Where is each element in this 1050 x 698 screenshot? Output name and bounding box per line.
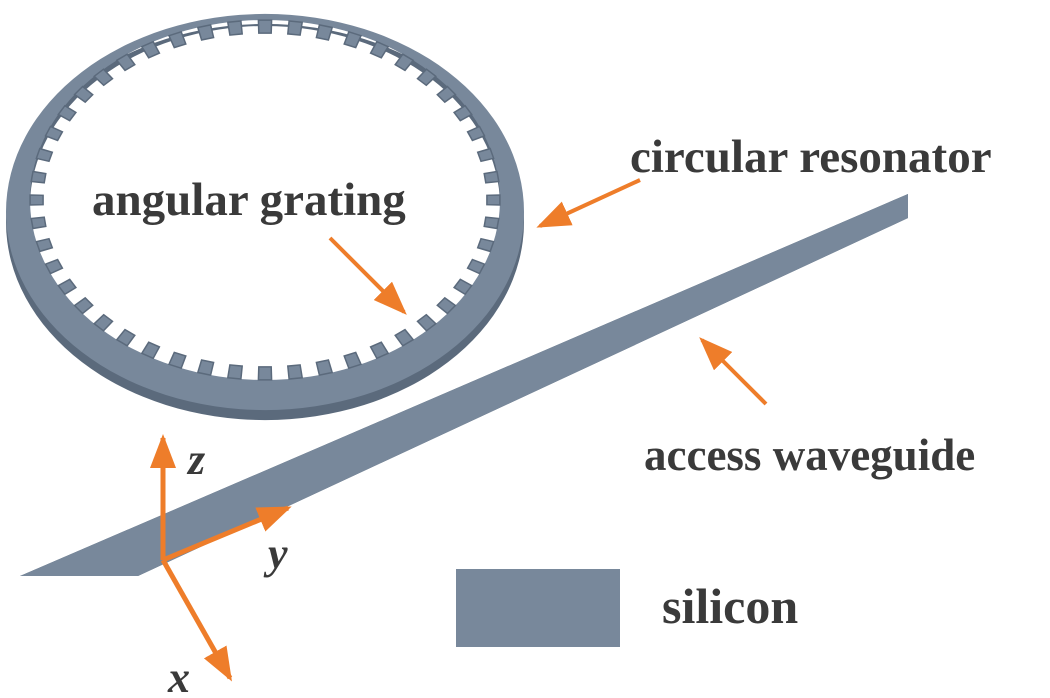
grating-tooth — [257, 19, 273, 34]
grating-tooth — [167, 351, 187, 370]
grating-tooth — [93, 68, 114, 87]
grating-tooth — [286, 364, 304, 380]
access-waveguide-label: access waveguide — [644, 430, 975, 480]
grating-tooth — [140, 40, 161, 59]
grating-tooth — [343, 351, 363, 370]
grating-tooth — [394, 53, 415, 72]
grating-tooth — [57, 278, 77, 296]
grating-tooth — [35, 237, 54, 253]
grating-tooth — [453, 104, 473, 122]
circular-resonator — [5, 13, 524, 421]
grating-tooth — [257, 366, 273, 381]
grating-tooth — [315, 24, 334, 41]
grating-tooth — [57, 104, 77, 122]
grating-tooth — [394, 328, 415, 347]
silicon-legend-swatch — [456, 569, 620, 647]
access-waveguide — [20, 194, 908, 576]
grating-tooth — [115, 53, 136, 72]
angular-grating-teeth — [29, 19, 501, 381]
x-axis-label: x — [167, 653, 190, 698]
grating-tooth — [476, 237, 495, 253]
grating-tooth — [226, 20, 244, 36]
grating-tooth — [93, 313, 114, 332]
grating-tooth — [369, 341, 390, 360]
grating-tooth — [436, 296, 457, 315]
grating-tooth — [30, 170, 47, 184]
grating-tooth — [466, 258, 486, 275]
x-axis — [160, 558, 233, 682]
grating-tooth — [73, 85, 94, 104]
grating-tooth — [286, 20, 304, 36]
grating-tooth — [416, 313, 437, 332]
waveguide-top — [20, 194, 908, 576]
grating-tooth — [343, 30, 363, 49]
y-axis — [162, 505, 292, 563]
grating-tooth — [369, 40, 390, 59]
grating-tooth — [30, 216, 47, 230]
grating-tooth — [35, 147, 54, 163]
grating-tooth — [196, 24, 215, 41]
grating-tooth — [483, 216, 500, 230]
grating-tooth — [483, 170, 500, 184]
grating-tooth — [466, 125, 486, 142]
grating-tooth — [73, 296, 94, 315]
angular-grating-arrow — [328, 236, 407, 315]
grating-tooth — [486, 194, 501, 206]
access-waveguide-arrow — [699, 337, 768, 406]
grating-tooth — [140, 341, 161, 360]
grating-tooth — [315, 359, 334, 376]
grating-tooth — [416, 68, 437, 87]
silicon-legend-label: silicon — [662, 578, 798, 634]
circular-resonator-arrow — [536, 178, 641, 228]
z-axis-label: z — [186, 435, 205, 484]
grating-tooth — [476, 147, 495, 163]
grating-tooth — [436, 85, 457, 104]
angular-grating-label: angular grating — [92, 174, 406, 226]
coordinate-axes: z y x — [150, 434, 292, 698]
grating-tooth — [44, 125, 64, 142]
grating-tooth — [196, 359, 215, 376]
grating-tooth — [167, 30, 187, 49]
grating-tooth — [29, 194, 44, 206]
grating-tooth — [226, 364, 244, 380]
circular-resonator-label: circular resonator — [630, 131, 992, 183]
y-axis-label: y — [263, 529, 288, 578]
grating-tooth — [44, 258, 64, 275]
grating-tooth — [453, 278, 473, 296]
grating-tooth — [115, 328, 136, 347]
